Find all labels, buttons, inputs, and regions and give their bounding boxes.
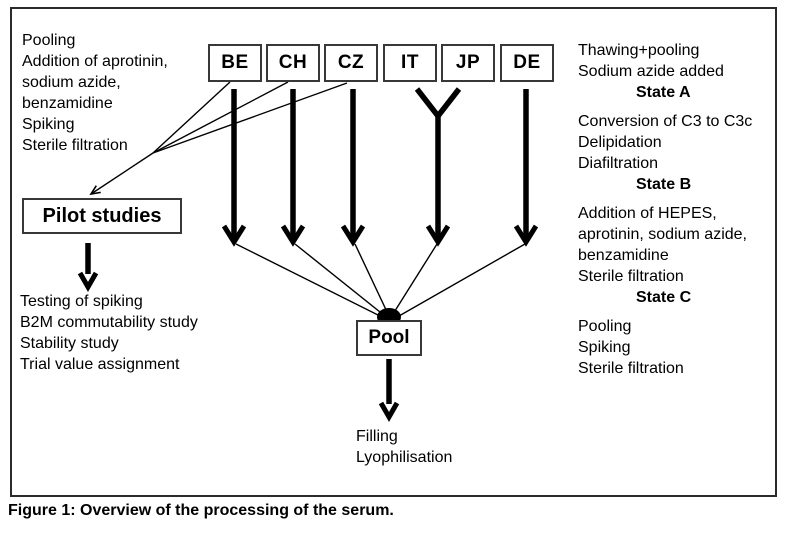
pre-pool-processing-note: Pooling Addition of aprotinin, sodium az… — [22, 30, 168, 156]
note-line: Addition of aprotinin, — [22, 53, 168, 70]
pilot-converging-lines — [89, 81, 348, 196]
note-line: Addition of HEPES, — [578, 205, 717, 222]
note-line: Sterile filtration — [22, 137, 128, 154]
source-box-de: DE — [500, 44, 554, 82]
note-line: Thawing+pooling — [578, 42, 700, 59]
state-c-group: Addition of HEPES, aprotinin, sodium azi… — [578, 203, 778, 308]
note-line: B2M commutability study — [20, 314, 198, 331]
note-line: Sterile filtration — [578, 360, 684, 377]
final-pooling-group: Pooling Spiking Sterile filtration — [578, 316, 778, 379]
state-b-group: Conversion of C3 to C3c Delipidation Dia… — [578, 111, 778, 195]
note-line: Testing of spiking — [20, 293, 143, 310]
figure-caption: Figure 1: Overview of the processing of … — [8, 502, 394, 519]
diagram-frame — [10, 7, 777, 497]
pilot-studies-box: Pilot studies — [22, 198, 182, 234]
note-line: Lyophilisation — [356, 449, 453, 466]
main-flow-lines — [85, 87, 529, 404]
state-a-label: State A — [636, 84, 691, 101]
source-box-cz: CZ — [324, 44, 378, 82]
state-b-label: State B — [636, 176, 692, 193]
source-box-it: IT — [383, 44, 437, 82]
note-line: aprotinin, sodium azide, — [578, 226, 747, 243]
note-line: Sterile filtration — [578, 268, 684, 285]
note-line: Trial value assignment — [20, 356, 180, 373]
note-line: sodium azide, — [22, 74, 121, 91]
pool-converging-lines — [235, 243, 526, 318]
note-line: benzamidine — [578, 247, 669, 264]
source-box-ch: CH — [266, 44, 320, 82]
pool-box: Pool — [356, 320, 422, 356]
note-line: Spiking — [578, 339, 631, 356]
state-a-group: Thawing+pooling Sodium azide added State… — [578, 40, 778, 103]
note-line: Sodium azide added — [578, 63, 724, 80]
note-line: Pooling — [22, 32, 76, 49]
note-line: Spiking — [22, 116, 75, 133]
note-line: Conversion of C3 to C3c — [578, 113, 753, 130]
source-box-be: BE — [208, 44, 262, 82]
source-box-jp: JP — [441, 44, 495, 82]
note-line: Pooling — [578, 318, 632, 335]
note-line: Delipidation — [578, 134, 662, 151]
note-line: Stability study — [20, 335, 119, 352]
processing-states-column: Thawing+pooling Sodium azide added State… — [578, 40, 778, 387]
note-line: Diafiltration — [578, 155, 659, 172]
note-line: Filling — [356, 428, 398, 445]
pilot-studies-outputs: Testing of spiking B2M commutability stu… — [20, 291, 198, 375]
note-line: benzamidine — [22, 95, 113, 112]
thick-arrowheads — [77, 224, 539, 423]
pool-outputs: Filling Lyophilisation — [356, 426, 452, 468]
state-c-label: State C — [636, 289, 692, 306]
